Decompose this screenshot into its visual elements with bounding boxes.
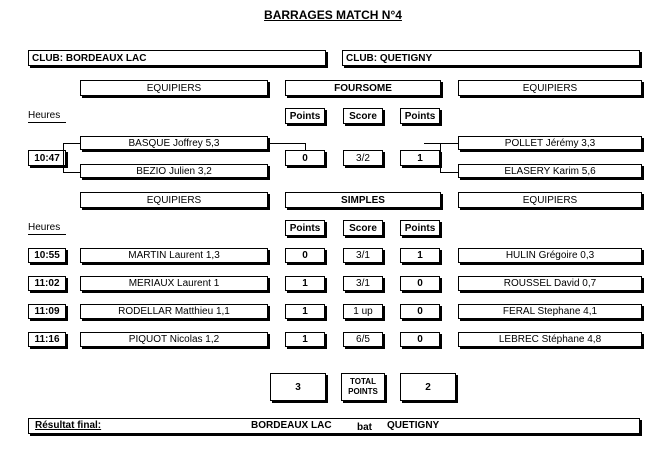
simple-score: 6/5	[343, 332, 383, 347]
simple-score: 3/1	[343, 276, 383, 291]
simple-right-points: 1	[400, 248, 440, 263]
simple-left-player: RODELLAR Matthieu 1,1	[80, 304, 268, 319]
simples-header: SIMPLES	[285, 192, 441, 208]
final-result-bar: Résultat final: BORDEAUX LAC bat QUETIGN…	[28, 418, 640, 434]
simple-right-points: 0	[400, 304, 440, 319]
simple-time: 11:16	[28, 332, 66, 347]
club-left: CLUB: BORDEAUX LAC	[28, 50, 326, 66]
foursome-header: FOURSOME	[285, 80, 441, 96]
simple-left-points: 1	[285, 276, 325, 291]
points-left-label-simples: Points	[285, 220, 325, 236]
club-right: CLUB: QUETIGNY	[342, 50, 640, 66]
final-result-winner: BORDEAUX LAC	[251, 420, 332, 431]
total-right: 2	[400, 373, 456, 401]
points-right-label: Points	[400, 108, 440, 124]
simple-score: 1 up	[343, 304, 383, 319]
simple-left-player: MARTIN Laurent 1,3	[80, 248, 268, 263]
simple-right-player: LEBREC Stéphane 4,8	[458, 332, 642, 347]
foursome-right-points: 1	[400, 150, 440, 166]
simple-time: 11:02	[28, 276, 66, 291]
heures-label: Heures	[28, 110, 61, 121]
simple-right-points: 0	[400, 276, 440, 291]
foursome-left-points: 0	[285, 150, 325, 166]
simple-right-points: 0	[400, 332, 440, 347]
simple-left-points: 1	[285, 304, 325, 319]
equipiers-right-header-simples: EQUIPIERS	[458, 192, 642, 208]
simple-score: 3/1	[343, 248, 383, 263]
foursome-left-player-2: BEZIO Julien 3,2	[80, 164, 268, 178]
foursome-score: 3/2	[343, 150, 383, 166]
equipiers-left-header-simples: EQUIPIERS	[80, 192, 268, 208]
final-result-verb: bat	[357, 422, 372, 433]
total-left: 3	[270, 373, 326, 401]
simple-left-points: 0	[285, 248, 325, 263]
foursome-right-player-2: ELASERY Karim 5,6	[458, 164, 642, 178]
simple-right-player: FERAL Stephane 4,1	[458, 304, 642, 319]
page-title: BARRAGES MATCH N°4	[264, 8, 402, 22]
simple-right-player: ROUSSEL David 0,7	[458, 276, 642, 291]
final-result-loser: QUETIGNY	[387, 420, 440, 431]
points-left-label: Points	[285, 108, 325, 124]
simple-left-player: MERIAUX Laurent 1	[80, 276, 268, 291]
foursome-left-player-1: BASQUE Joffrey 5,3	[80, 136, 268, 150]
simple-right-player: HULIN Grégoire 0,3	[458, 248, 642, 263]
total-label: TOTAL POINTS	[341, 373, 385, 401]
equipiers-right-header: EQUIPIERS	[458, 80, 642, 96]
foursome-right-player-1: POLLET Jérémy 3,3	[458, 136, 642, 150]
final-result-label: Résultat final:	[35, 420, 102, 431]
equipiers-left-header: EQUIPIERS	[80, 80, 268, 96]
foursome-time: 10:47	[28, 150, 66, 166]
simple-time: 10:55	[28, 248, 66, 263]
total-label-line2: POINTS	[348, 387, 378, 396]
simple-time: 11:09	[28, 304, 66, 319]
total-label-line1: TOTAL	[350, 377, 376, 386]
score-label: Score	[343, 108, 383, 124]
points-right-label-simples: Points	[400, 220, 440, 236]
simple-left-points: 1	[285, 332, 325, 347]
score-label-simples: Score	[343, 220, 383, 236]
simple-left-player: PIQUOT Nicolas 1,2	[80, 332, 268, 347]
heures-label-simples: Heures	[28, 222, 61, 233]
